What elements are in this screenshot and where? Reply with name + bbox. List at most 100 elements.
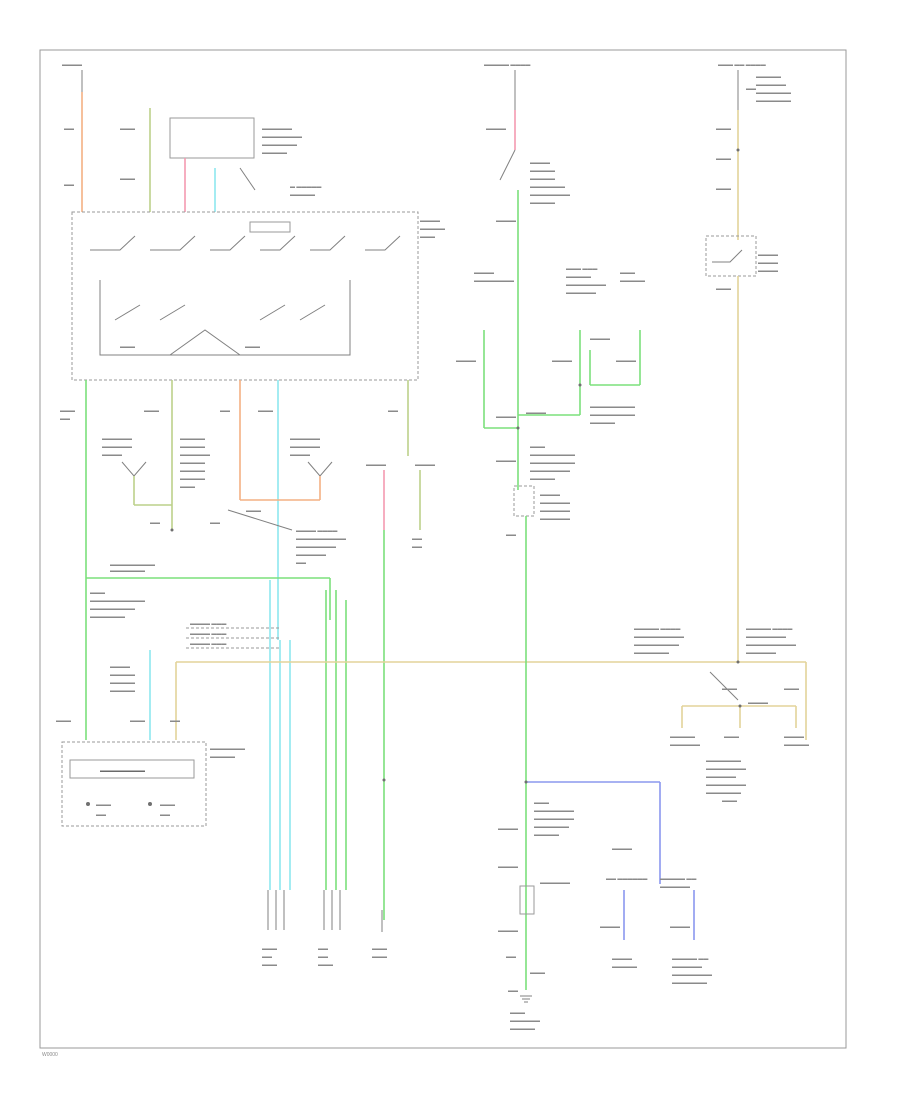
center-feed: ▬▬▬▬▬ ▬▬▬▬ ▬▬▬▬ ▬▬▬▬ ▬▬▬▬▬ ▬▬▬▬▬ ▬▬▬▬▬▬▬…	[456, 62, 645, 990]
svg-text:▬▬▬▬▬▬▬▬: ▬▬▬▬▬▬▬▬	[530, 192, 570, 198]
svg-text:▬▬: ▬▬	[412, 536, 422, 542]
electronic-module: ▬▬▬▬▬▬ ▬▬▬▬▬▬▬▬ ▬▬▬▬▬▬▬ ▬▬▬▬▬ ▬ ▬▬▬▬▬ ▬▬…	[169, 117, 321, 212]
svg-text:▬▬▬▬▬▬▬: ▬▬▬▬▬▬▬	[110, 568, 145, 574]
svg-text:▬▬▬▬▬▬: ▬▬▬▬▬▬	[296, 552, 326, 558]
svg-text:▬▬▬▬▬▬▬: ▬▬▬▬▬▬▬	[706, 790, 741, 796]
right-feed: ▬▬▬ ▬▬ ▬▬▬▬ ▬▬▬▬▬ ▬▬▬▬▬▬ ▬▬▬▬▬▬▬ ▬▬▬▬▬▬▬…	[634, 62, 809, 804]
svg-text:▬▬▬▬: ▬▬▬▬	[474, 270, 494, 276]
svg-text:▬▬▬▬: ▬▬▬▬	[420, 218, 440, 224]
svg-text:▬▬▬: ▬▬▬	[120, 176, 135, 182]
svg-text:▬▬▬: ▬▬▬	[246, 508, 261, 514]
svg-text:▬▬▬: ▬▬▬	[60, 408, 75, 414]
svg-text:▬▬▬▬▬▬▬▬: ▬▬▬▬▬▬▬▬	[706, 766, 746, 772]
svg-text:▬▬▬▬: ▬▬▬▬	[784, 734, 804, 740]
diagram-frame	[39, 49, 847, 1049]
svg-text:▬▬▬▬▬▬▬▬▬▬: ▬▬▬▬▬▬▬▬▬▬	[634, 634, 684, 640]
svg-text:▬▬▬▬▬▬▬▬: ▬▬▬▬▬▬▬▬	[566, 282, 606, 288]
svg-text:▬▬▬: ▬▬▬	[420, 234, 435, 240]
svg-text:▬▬▬▬▬▬: ▬▬▬▬▬▬	[706, 774, 736, 780]
svg-text:▬▬: ▬▬	[746, 86, 756, 92]
svg-text:▬▬: ▬▬	[506, 532, 516, 538]
svg-text:▬▬▬▬▬▬▬: ▬▬▬▬▬▬▬	[90, 614, 125, 620]
turn-wires: ▬▬▬ ▬▬ ▬▬▬ ▬▬ ▬▬ ▬▬▬ ▬▬▬ ▬▬▬	[149, 580, 387, 968]
svg-text:▬▬▬▬: ▬▬▬▬	[62, 62, 82, 68]
svg-text:▬▬▬▬▬▬: ▬▬▬▬▬▬	[660, 884, 690, 890]
svg-text:▬▬▬▬: ▬▬▬▬	[590, 336, 610, 342]
svg-text:▬▬▬▬: ▬▬▬▬	[496, 414, 516, 420]
svg-text:▬▬▬▬▬▬▬▬▬▬: ▬▬▬▬▬▬▬▬▬▬	[746, 642, 796, 648]
svg-text:▬▬▬▬: ▬▬▬▬	[498, 928, 518, 934]
svg-text:▬▬▬▬: ▬▬▬▬	[110, 664, 130, 670]
svg-text:▬▬▬: ▬▬▬	[96, 802, 111, 808]
svg-text:▬▬▬▬▬▬▬▬: ▬▬▬▬▬▬▬▬	[530, 468, 570, 474]
svg-text:▬▬▬▬▬▬▬: ▬▬▬▬▬▬▬	[672, 980, 707, 986]
center-lower: ▬▬▬ ▬▬▬▬▬▬▬▬ ▬▬▬▬▬▬▬▬ ▬▬▬▬▬▬▬ ▬▬▬▬▬ ▬▬▬▬…	[498, 780, 712, 1032]
svg-text:▬▬▬▬▬▬: ▬▬▬▬▬▬	[290, 436, 320, 442]
svg-text:▬▬▬▬▬: ▬▬▬▬▬	[180, 468, 205, 474]
svg-text:▬▬▬▬▬▬: ▬▬▬▬▬▬	[756, 82, 786, 88]
svg-text:▬▬▬▬▬: ▬▬▬▬▬	[756, 74, 781, 80]
svg-text:▬▬▬▬▬: ▬▬▬▬▬	[180, 460, 205, 466]
svg-text:▬▬: ▬▬	[412, 544, 422, 550]
svg-text:▬▬▬▬: ▬▬▬▬	[616, 358, 636, 364]
svg-text:▬▬▬▬▬: ▬▬▬▬▬	[510, 1026, 535, 1032]
svg-text:▬▬▬▬: ▬▬▬▬	[758, 268, 778, 274]
svg-text:▬▬▬▬▬▬▬: ▬▬▬▬▬▬▬	[534, 824, 569, 830]
svg-text:▬▬▬: ▬▬▬	[530, 444, 545, 450]
svg-text:▬▬▬▬▬▬▬▬▬: ▬▬▬▬▬▬▬▬▬	[590, 404, 635, 410]
svg-text:▬▬▬▬▬▬: ▬▬▬▬▬▬	[672, 964, 702, 970]
svg-text:▬▬▬▬▬▬: ▬▬▬▬▬▬	[540, 508, 570, 514]
svg-text:▬▬▬▬▬▬▬▬▬▬: ▬▬▬▬▬▬▬▬▬▬	[296, 536, 346, 542]
svg-text:▬▬▬ ▬▬▬: ▬▬▬ ▬▬▬	[566, 266, 597, 272]
svg-text:▬▬▬▬▬▬: ▬▬▬▬▬▬	[102, 436, 132, 442]
svg-text:▬▬▬▬▬ ▬▬▬▬: ▬▬▬▬▬ ▬▬▬▬	[746, 626, 792, 632]
svg-text:▬▬▬▬▬▬▬: ▬▬▬▬▬▬▬	[262, 142, 297, 148]
svg-text:▬▬▬: ▬▬▬	[530, 970, 545, 976]
svg-text:▬▬▬▬▬▬▬▬: ▬▬▬▬▬▬▬▬	[534, 808, 574, 814]
svg-text:▬▬ ▬▬▬▬▬▬: ▬▬ ▬▬▬▬▬▬	[606, 876, 647, 882]
svg-text:▬▬▬: ▬▬▬	[258, 408, 273, 414]
svg-text:▬▬▬▬ ▬▬▬: ▬▬▬▬ ▬▬▬	[190, 631, 226, 637]
svg-text:▬▬▬: ▬▬▬	[534, 800, 549, 806]
svg-text:▬▬▬: ▬▬▬	[120, 126, 135, 132]
svg-text:▬▬▬▬▬▬▬▬▬: ▬▬▬▬▬▬▬▬▬	[634, 642, 679, 648]
svg-text:▬▬▬▬: ▬▬▬▬	[758, 252, 778, 258]
svg-text:▬▬▬▬▬▬▬: ▬▬▬▬▬▬▬	[634, 650, 669, 656]
svg-text:▬▬▬▬▬▬: ▬▬▬▬▬▬	[290, 444, 320, 450]
svg-text:▬▬: ▬▬	[150, 520, 160, 526]
svg-text:▬▬▬: ▬▬▬	[318, 962, 333, 968]
svg-text:▬▬▬▬▬▬: ▬▬▬▬▬▬	[566, 290, 596, 296]
svg-text:▬▬▬▬▬▬▬▬: ▬▬▬▬▬▬▬▬	[746, 634, 786, 640]
svg-text:▬▬▬: ▬▬▬	[716, 156, 731, 162]
svg-text:▬▬▬: ▬▬▬	[180, 484, 195, 490]
svg-text:▬▬: ▬▬	[64, 182, 74, 188]
headlamp-switch: ▬▬▬▬ ▬▬▬▬▬ ▬▬▬ ▬▬▬ ▬▬▬	[71, 211, 445, 381]
svg-text:▬▬▬▬▬▬▬: ▬▬▬▬▬▬▬	[756, 90, 791, 96]
svg-text:▬▬▬▬▬▬: ▬▬▬▬▬▬	[510, 1018, 540, 1024]
svg-text:▬▬▬▬ ▬▬▬: ▬▬▬▬ ▬▬▬	[190, 641, 226, 647]
splice-area: ▬▬▬▬▬▬▬▬▬ ▬▬▬▬▬▬▬ ▬▬▬ ▬▬▬▬▬▬▬▬▬▬▬ ▬▬▬▬▬▬…	[86, 530, 386, 920]
svg-text:▬▬▬▬▬: ▬▬▬▬▬	[180, 436, 205, 442]
svg-text:▬▬▬: ▬▬▬	[262, 962, 277, 968]
svg-text:▬▬▬▬▬▬▬: ▬▬▬▬▬▬▬	[756, 98, 791, 104]
svg-text:▬▬▬▬▬: ▬▬▬▬▬	[262, 150, 287, 156]
svg-text:▬▬▬▬▬▬: ▬▬▬▬▬▬	[670, 742, 700, 748]
svg-text:▬▬▬▬▬: ▬▬▬▬▬	[530, 200, 555, 206]
svg-text:▬▬▬▬▬▬: ▬▬▬▬▬▬	[746, 650, 776, 656]
svg-text:▬▬▬▬▬▬▬▬: ▬▬▬▬▬▬▬▬	[296, 544, 336, 550]
svg-text:▬▬▬: ▬▬▬	[722, 798, 737, 804]
svg-text:▬▬▬: ▬▬▬	[90, 590, 105, 596]
svg-text:▬▬▬▬▬▬: ▬▬▬▬▬▬	[102, 444, 132, 450]
svg-text:▬▬▬▬: ▬▬▬▬	[102, 452, 122, 458]
svg-text:▬▬▬: ▬▬▬	[120, 344, 135, 350]
svg-text:▬▬: ▬▬	[96, 812, 106, 818]
svg-text:▬▬▬: ▬▬▬	[620, 270, 635, 276]
svg-text:▬▬▬▬: ▬▬▬▬	[748, 700, 768, 706]
svg-text:▬▬: ▬▬	[508, 988, 518, 994]
svg-text:▬▬▬▬▬: ▬▬▬▬▬	[110, 680, 135, 686]
svg-text:▬▬▬▬: ▬▬▬▬	[366, 462, 386, 468]
svg-text:▬▬▬▬▬: ▬▬▬▬▬	[784, 742, 809, 748]
svg-text:▬▬▬: ▬▬▬	[262, 946, 277, 952]
svg-text:▬▬: ▬▬	[318, 946, 328, 952]
